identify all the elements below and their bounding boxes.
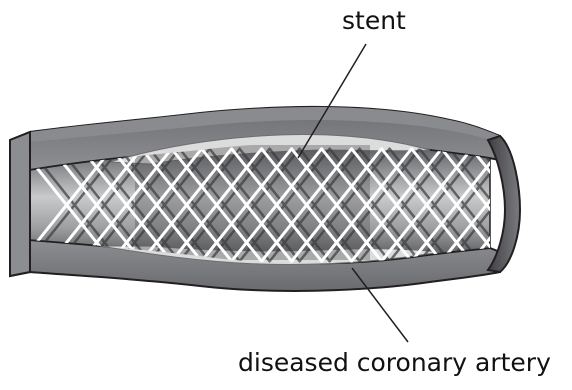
artery-left-end <box>10 132 30 276</box>
artery-label: diseased coronary artery <box>238 350 551 375</box>
stent-strut-back <box>479 148 570 262</box>
stent-label: stent <box>342 8 406 33</box>
stent-strut-back <box>479 148 570 262</box>
